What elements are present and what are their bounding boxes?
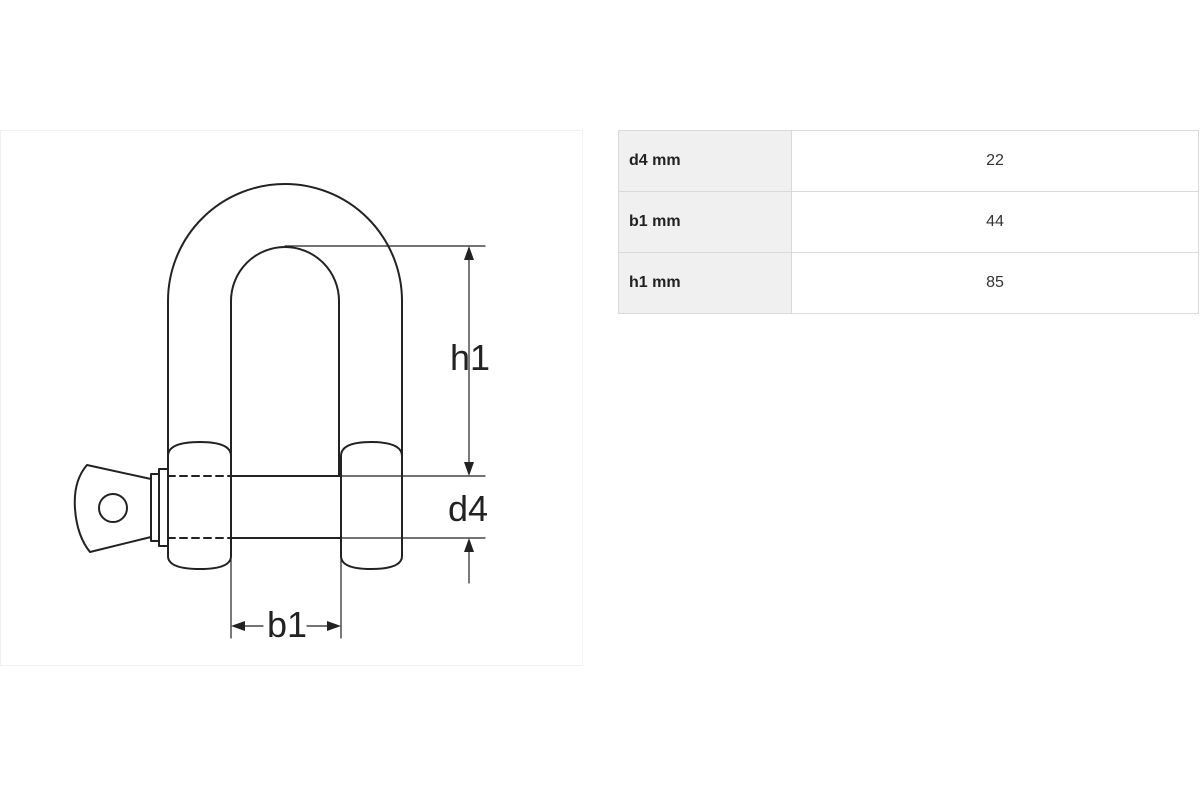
shackle-inner-bow xyxy=(230,246,340,477)
param-name: h1 mm xyxy=(618,252,792,314)
param-name: d4 mm xyxy=(618,130,792,192)
param-name: b1 mm xyxy=(618,191,792,253)
param-value: 44 xyxy=(791,191,1199,253)
table-row: b1 mm 44 xyxy=(618,191,1199,253)
h1-label: h1 xyxy=(450,337,490,378)
shackle-drawing-panel: h1 d4 b1 xyxy=(0,130,583,666)
b1-arrow-left xyxy=(231,621,245,631)
d4-label: d4 xyxy=(448,488,488,529)
pin-collar xyxy=(158,468,169,547)
param-value: 22 xyxy=(791,130,1199,192)
d4-arrow-up xyxy=(464,538,474,552)
b1-label: b1 xyxy=(267,604,307,645)
specs-table: d4 mm 22 b1 mm 44 h1 mm 85 xyxy=(618,130,1199,314)
table-row: d4 mm 22 xyxy=(618,130,1199,192)
shackle-outer-bow xyxy=(167,183,403,457)
shackle-diagram: h1 d4 b1 xyxy=(73,183,490,645)
right-eye-boss xyxy=(340,441,403,570)
b1-arrow-right xyxy=(327,621,341,631)
table-row: h1 mm 85 xyxy=(618,252,1199,314)
h1-arrow-top xyxy=(464,246,474,260)
pin-collar-small xyxy=(150,473,160,542)
h1-arrow-bottom xyxy=(464,462,474,476)
pin-head-tab xyxy=(73,464,152,553)
pin-head-hole xyxy=(98,493,128,523)
param-value: 85 xyxy=(791,252,1199,314)
left-eye-boss xyxy=(167,441,232,570)
